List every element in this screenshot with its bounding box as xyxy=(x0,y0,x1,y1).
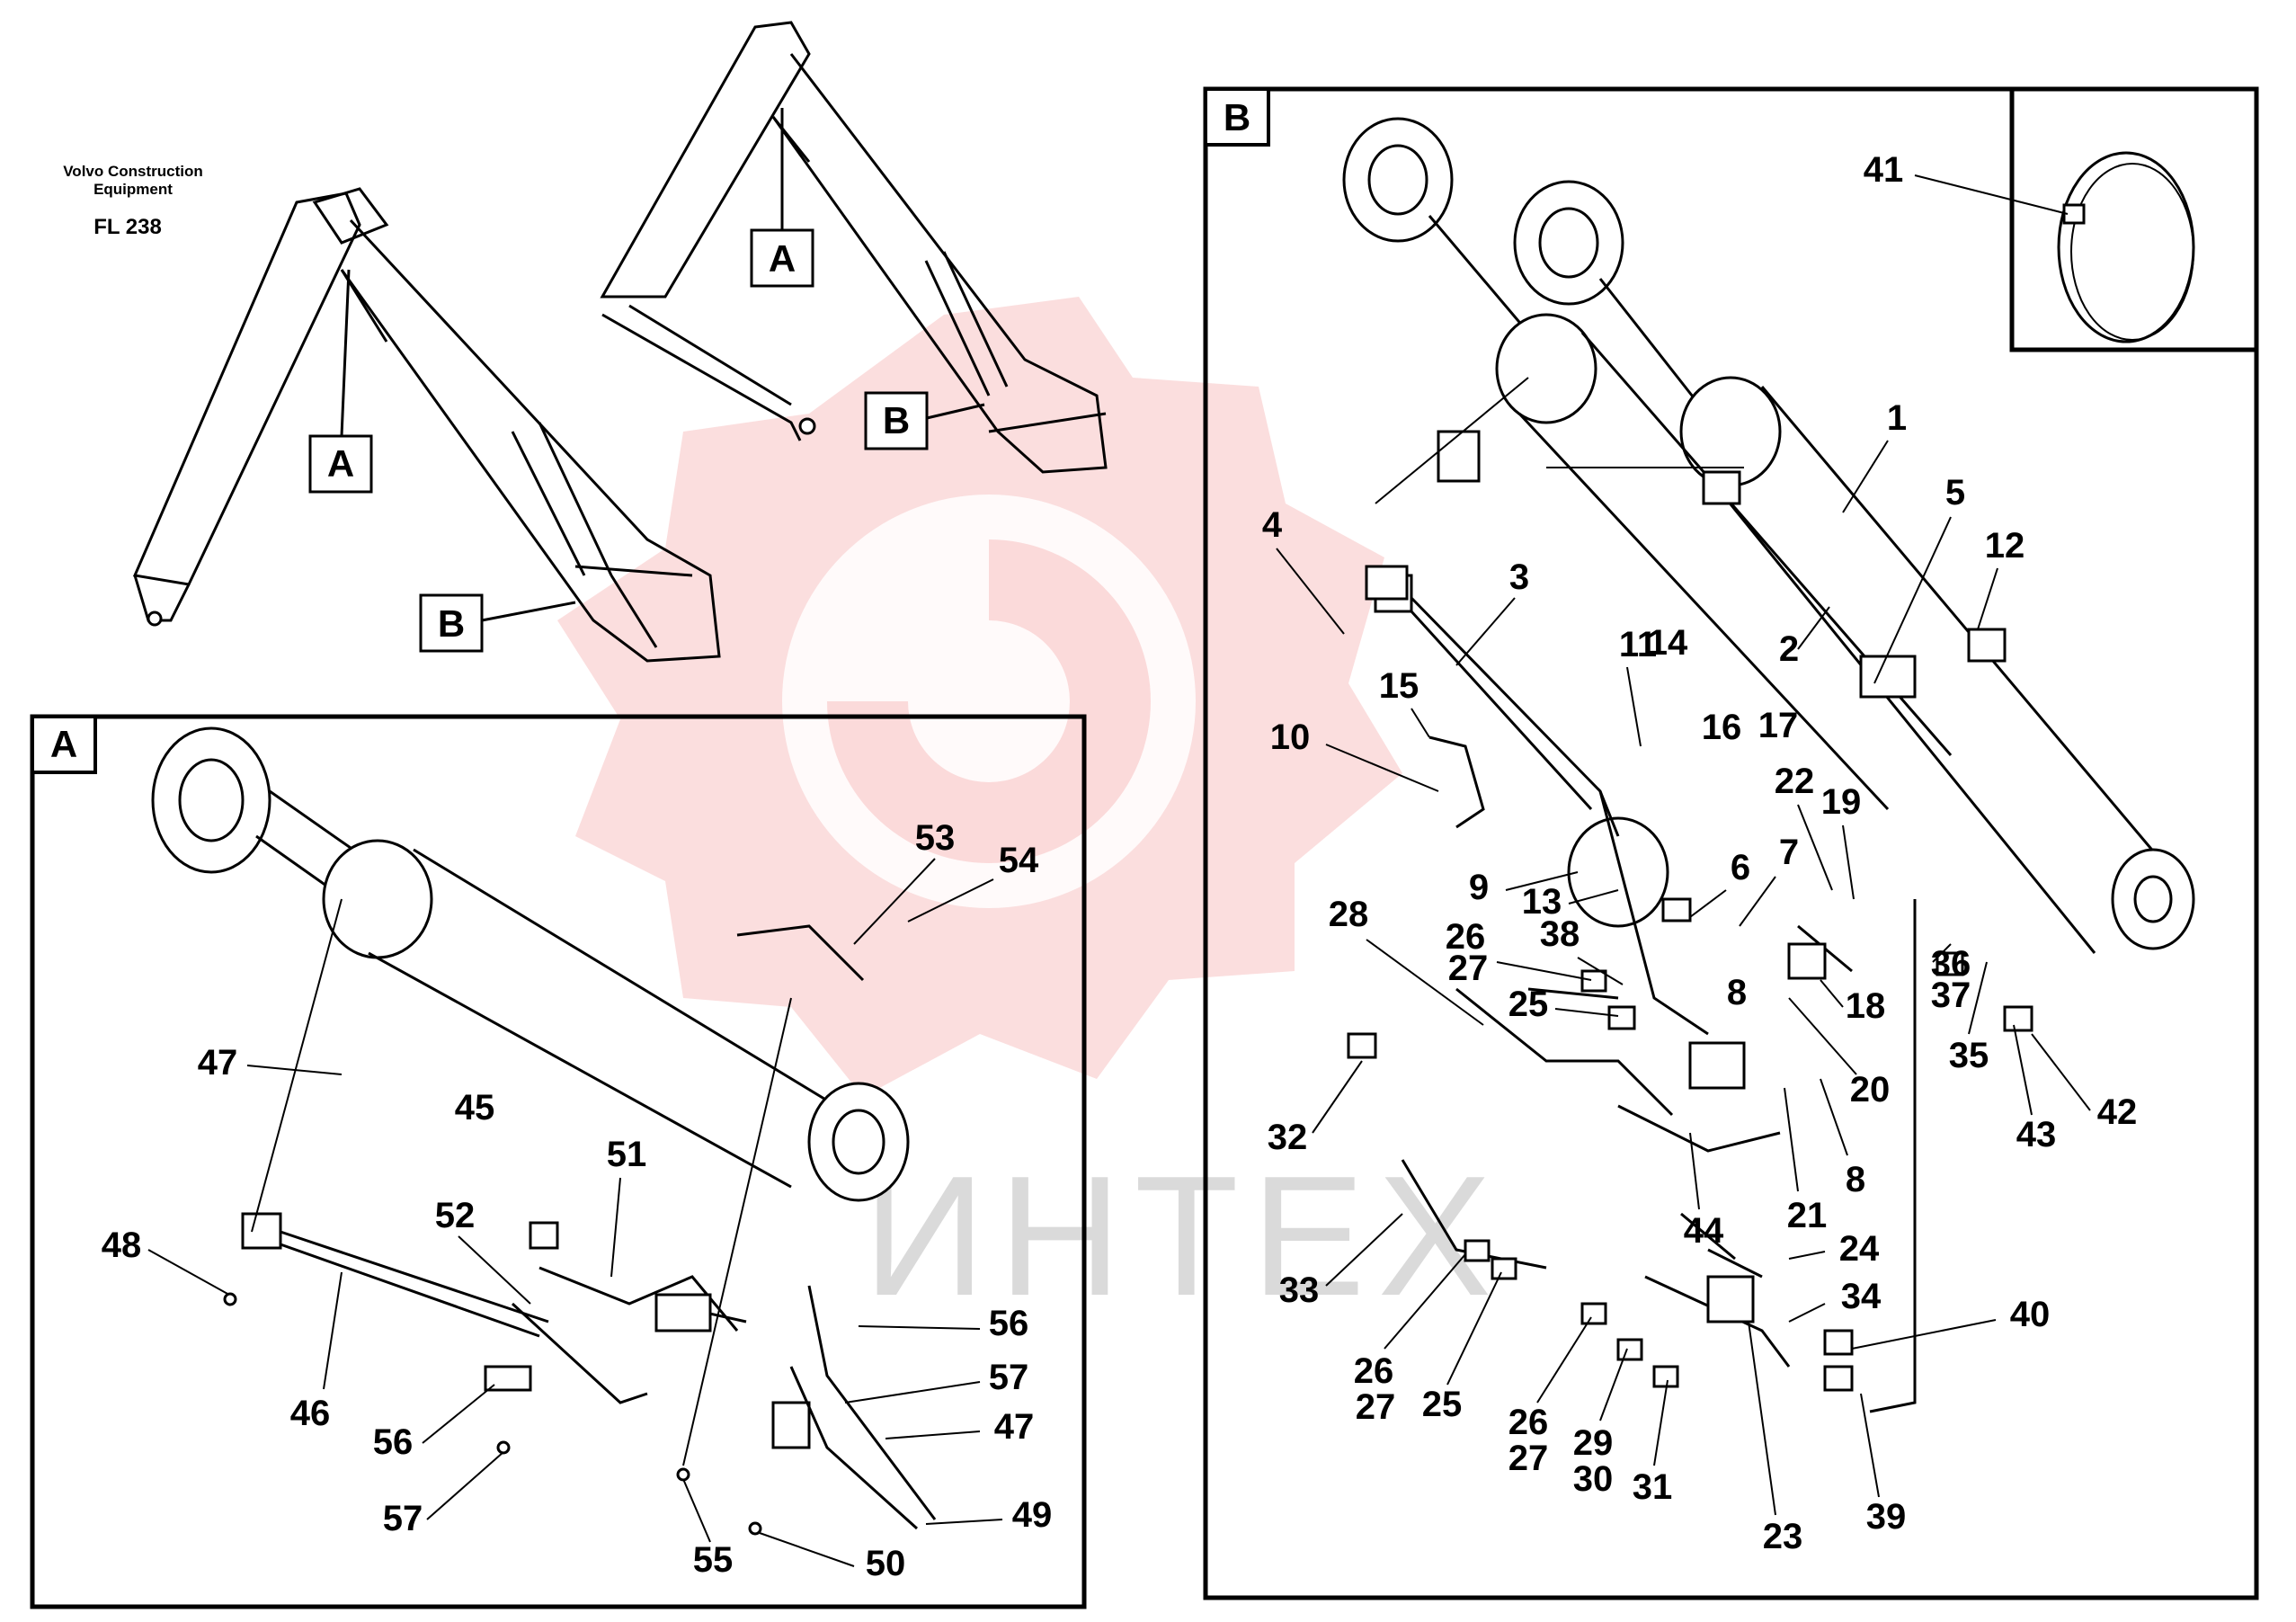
part-label-29: 29 xyxy=(1573,1423,1614,1463)
part-label-57b: 57 xyxy=(383,1499,423,1538)
part-label-9: 9 xyxy=(1469,868,1489,907)
watermark-logo xyxy=(557,297,1402,1097)
part-label-24: 24 xyxy=(1839,1229,1880,1269)
part-label-35: 35 xyxy=(1949,1036,1989,1075)
part-label-5: 5 xyxy=(1945,473,1965,512)
part-label-13: 13 xyxy=(1522,882,1562,922)
part-label-44: 44 xyxy=(1684,1211,1724,1251)
part-label-50: 50 xyxy=(866,1544,906,1583)
part-label-21: 21 xyxy=(1787,1196,1828,1235)
part-label-49: 49 xyxy=(1012,1495,1053,1535)
part-label-27: 27 xyxy=(1448,949,1489,988)
part-label-47: 47 xyxy=(198,1043,238,1083)
callout-box-right-a xyxy=(750,228,814,288)
part-label-48: 48 xyxy=(102,1225,142,1265)
model-label: FL 238 xyxy=(93,215,162,239)
part-label-6: 6 xyxy=(1731,848,1750,887)
part-label-34: 34 xyxy=(1841,1277,1882,1316)
part-label-36: 36 xyxy=(1931,944,1971,984)
part-label-16: 16 xyxy=(1702,708,1742,747)
part-label-32: 32 xyxy=(1268,1118,1308,1157)
part-label-33: 33 xyxy=(1279,1270,1320,1310)
part-label-30: 30 xyxy=(1573,1459,1614,1499)
part-label-17: 17 xyxy=(1758,706,1799,745)
part-label-23: 23 xyxy=(1763,1517,1803,1556)
part-label-26: 26 xyxy=(1446,917,1486,957)
part-label-52: 52 xyxy=(435,1196,476,1235)
part-label-11: 11 xyxy=(1619,625,1657,664)
panel-a-tag-box xyxy=(31,715,97,774)
part-label-8b: 8 xyxy=(1846,1160,1865,1199)
part-label-40: 40 xyxy=(2010,1295,2051,1334)
part-label-54: 54 xyxy=(999,841,1039,880)
callout-box-left-b xyxy=(419,593,484,653)
part-label-4: 4 xyxy=(1262,505,1283,545)
brand-line1: Volvo Construction xyxy=(63,163,203,180)
part-label-38: 38 xyxy=(1540,914,1580,954)
part-label-46: 46 xyxy=(290,1394,331,1433)
part-label-39: 39 xyxy=(1866,1497,1907,1537)
part-label-28: 28 xyxy=(1329,895,1369,934)
part-label-25: 25 xyxy=(1508,985,1549,1024)
part-label-51: 51 xyxy=(607,1135,647,1174)
panel-a-cylinder xyxy=(151,726,910,1202)
overview-right-boom xyxy=(600,21,1108,474)
part-label-45: 45 xyxy=(455,1088,495,1127)
callout-box-right-b xyxy=(864,391,929,450)
part-label-31: 31 xyxy=(1633,1467,1673,1507)
part-label-10: 10 xyxy=(1270,717,1311,757)
clamp-inset-frame xyxy=(2009,86,2259,352)
panel-a-pipework xyxy=(223,898,937,1536)
part-label-12: 12 xyxy=(1985,526,2025,566)
panel-b-tag: B xyxy=(1224,96,1250,138)
panel-b-cylinders xyxy=(1342,117,2195,954)
part-label-1: 1 xyxy=(1887,398,1907,438)
part-label-26c: 26 xyxy=(1508,1403,1549,1442)
part-label-14: 14 xyxy=(1648,623,1688,663)
callout-right-b: B xyxy=(883,399,910,441)
overview-left-boom xyxy=(132,187,721,663)
part-label-22: 22 xyxy=(1775,762,1815,801)
part-label-41: 41 xyxy=(1864,150,1904,190)
part-label-18: 18 xyxy=(1846,986,1886,1026)
callout-box-left-a xyxy=(308,434,373,494)
callout-right-a: A xyxy=(769,237,796,280)
part-label-27b: 27 xyxy=(1356,1387,1396,1427)
part-label-43: 43 xyxy=(2016,1115,2057,1154)
part-label-15: 15 xyxy=(1379,666,1419,706)
part-label-56b: 56 xyxy=(373,1422,414,1462)
brand-line2: Equipment xyxy=(93,181,173,198)
panel-b-tag-box xyxy=(1204,87,1270,147)
part-label-47b: 56 xyxy=(989,1304,1029,1343)
part-label-27c: 27 xyxy=(1508,1439,1549,1478)
part-label-42: 42 xyxy=(2097,1092,2138,1132)
part-label-26b: 26 xyxy=(1354,1351,1394,1391)
part-label-25b: 25 xyxy=(1422,1385,1463,1424)
part-label-53: 53 xyxy=(915,818,956,858)
part-label-3: 3 xyxy=(1509,557,1529,597)
part-label-37: 37 xyxy=(1931,976,1971,1015)
part-label-7: 7 xyxy=(1779,833,1799,872)
panel-a-frame xyxy=(30,714,1087,1609)
part-label-19: 19 xyxy=(1821,782,1862,822)
watermark-text: ИНТЕХ xyxy=(863,1141,1504,1332)
panel-b-frame xyxy=(1203,86,2259,1600)
panel-a-tag: A xyxy=(50,723,77,765)
callout-left-a: A xyxy=(327,442,354,485)
part-label-8: 8 xyxy=(1727,973,1747,1012)
part-label-56: 57 xyxy=(989,1358,1029,1397)
part-label-55: 55 xyxy=(693,1540,734,1580)
part-label-2: 2 xyxy=(1779,629,1799,669)
hose-clamp-detail xyxy=(2057,151,2195,343)
part-label-57: 47 xyxy=(994,1407,1035,1447)
callout-left-b: B xyxy=(438,602,465,645)
part-label-20: 20 xyxy=(1850,1070,1891,1110)
